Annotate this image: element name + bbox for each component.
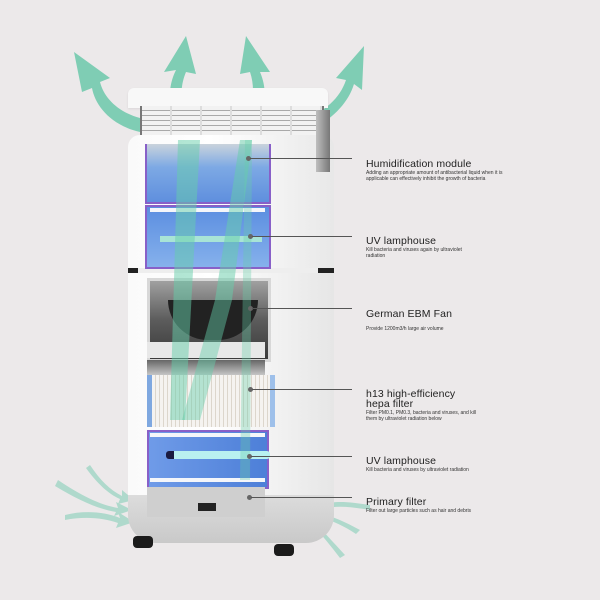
callout-title-humidification: Humidification module [366,158,472,170]
callout-title-primary: Primary filter [366,496,427,508]
callout-dot-primary [247,495,252,500]
leader-line-uv-lower [251,456,352,457]
callout-desc-uv-upper: Kill bacteria and viruses again by ultra… [366,247,462,259]
lower-shelf-top [150,433,265,437]
callout-title-fan: German EBM Fan [366,308,453,320]
wheel-right [274,544,294,556]
callout-desc-fan: Provide 1200m3/h large air volume [366,326,444,332]
uv-tube-icon [166,451,270,459]
leader-line-fan [252,308,352,309]
callout-dot-uv-lower [247,454,252,459]
primary-filter-tray [147,487,265,517]
callout-desc-humidification: Adding an appropriate amount of antibact… [366,170,503,182]
callout-desc-primary: Filter out large particles such as hair … [366,508,472,514]
callout-dot-humidification [246,156,251,161]
upper-shelf [150,208,265,212]
leader-line-primary [251,497,352,498]
leader-line-humidification [250,158,352,159]
callout-dot-fan [248,306,253,311]
device-top-cap [128,88,328,108]
side-panel [316,110,330,172]
leader-line-uv-upper [252,236,352,237]
callout-dot-uv-upper [248,234,253,239]
hepa-filter-pleats [147,375,275,427]
callout-title-uv-upper: UV lamphouse [366,235,437,247]
callout-title-hepa-line1: h13 high-efficiency [366,388,456,400]
callout-dot-hepa [248,387,253,392]
callout-desc-hepa: Filter PM0.1, PM0.3, bacteria and viruse… [366,410,477,422]
callout-title-hepa-line2: hepa filter [366,398,414,410]
primary-filter-handle [198,503,216,511]
upper-uv-lamp-icon [160,236,262,242]
wheel-left [133,536,153,548]
callout-title-uv-lower: UV lamphouse [366,455,437,467]
lower-shelf-bottom [150,478,265,482]
humidification-chamber [145,144,271,204]
leader-line-hepa [252,389,352,390]
callout-desc-uv-lower: Kill bacteria and viruses by ultraviolet… [366,467,469,473]
